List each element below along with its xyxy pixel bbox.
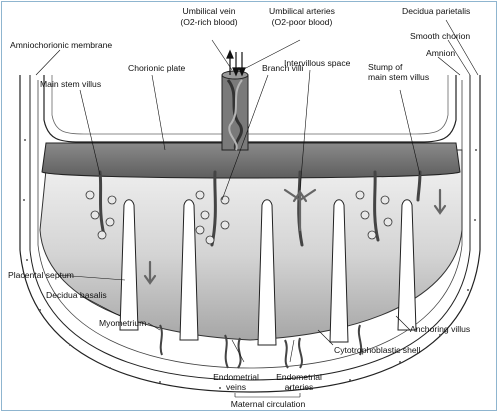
label-endometrial-arteries-1: Endometrial <box>276 372 322 382</box>
label-branch-villi: Branch villi <box>262 63 304 73</box>
label-smooth-chorion: Smooth chorion <box>410 31 471 41</box>
label-endometrial-veins-1: Endometrial <box>213 372 259 382</box>
myometrium-layer <box>19 75 481 393</box>
label-cytotrophoblastic-shell: Cytotrophoblastic shell <box>334 345 421 355</box>
maternal-vessels <box>159 324 363 369</box>
label-chorionic-plate: Chorionic plate <box>128 63 186 73</box>
branch-villi <box>85 190 393 245</box>
stem-villi <box>98 170 422 247</box>
amniotic-cavity <box>43 75 457 143</box>
decidua-basalis-inner <box>37 80 463 369</box>
label-endometrial-arteries-2: arteries <box>284 382 314 392</box>
placental-septa <box>119 199 417 346</box>
label-decidua-parietalis: Decidua parietalis <box>402 6 471 16</box>
label-anchoring-villus: Anchoring villus <box>410 324 471 334</box>
label-placental-septum: Placental septum <box>8 270 74 280</box>
label-stump-main-stem-villus-2: main stem villus <box>368 72 430 82</box>
label-amniochorionic-membrane: Amniochorionic membrane <box>10 40 113 50</box>
intervillous-flow <box>143 188 447 285</box>
label-intervillous-space: Intervillous space <box>284 58 351 68</box>
chorionic-plate <box>41 142 461 179</box>
label-stump-main-stem-villus-1: Stump of <box>368 62 403 72</box>
label-umbilical-arteries: Umbilical arteries <box>269 6 335 16</box>
label-myometrium: Myometrium <box>99 318 147 328</box>
label-amnion: Amnion <box>426 48 456 58</box>
label-umbilical-vein: Umbilical vein <box>182 6 236 16</box>
umbilical-cord <box>221 70 249 151</box>
label-main-stem-villus: Main stem villus <box>40 79 102 89</box>
decidua-basalis-layer <box>29 75 471 381</box>
label-decidua-basalis: Decidua basalis <box>46 290 107 300</box>
label-endometrial-veins-2: veins <box>225 382 247 392</box>
label-umbilical-arteries-sub: (O2-poor blood) <box>271 17 333 27</box>
label-maternal-circulation: Maternal circulation <box>230 399 306 409</box>
label-umbilical-vein-sub: (O2-rich blood) <box>180 17 238 27</box>
myometrium-texture <box>23 139 477 389</box>
leader-lines <box>35 19 479 398</box>
cord-flow-arrows <box>226 49 246 77</box>
